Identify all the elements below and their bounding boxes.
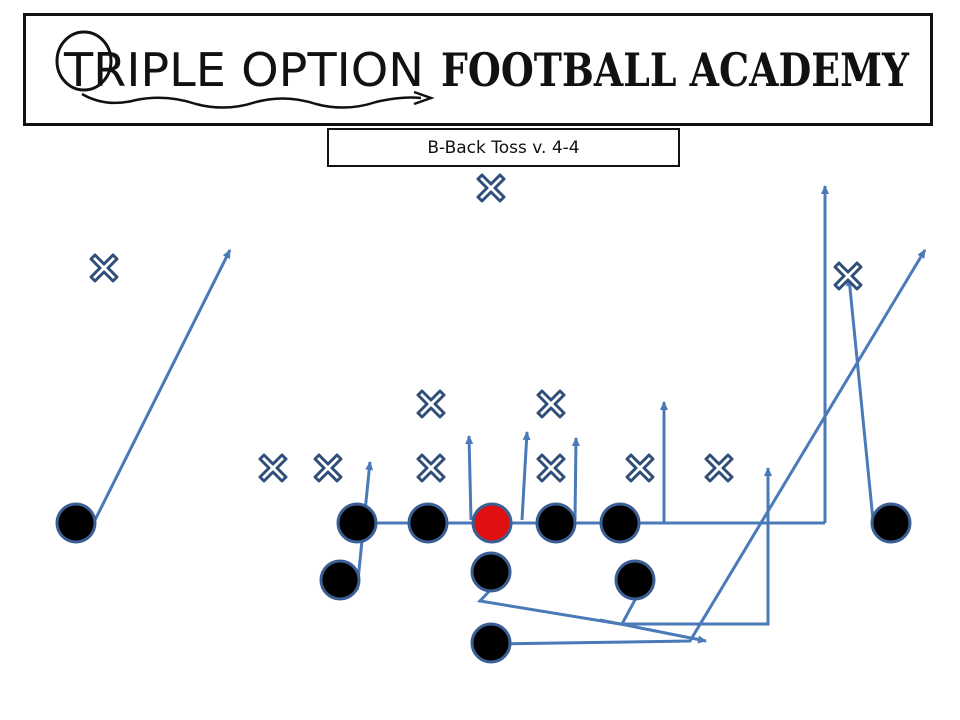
player-lg-icon (407, 502, 449, 544)
route-left-wide (93, 249, 232, 521)
player-slot-right-icon (614, 559, 656, 601)
play-title: B-Back Toss v. 4-4 (427, 137, 580, 158)
defender-x-icon (536, 453, 566, 483)
logo-graphic: TRIPLE OPTION FOOTBALL ACADEMY (55, 30, 910, 109)
route-bback-toss (490, 249, 927, 646)
defender-x-icon (258, 453, 288, 483)
route-right-wr (845, 277, 875, 521)
brand-left-text: TRIPLE OPTION (63, 43, 424, 97)
player-bback-icon (470, 622, 512, 664)
defender-x-icon (89, 253, 119, 283)
offense (55, 502, 912, 664)
defender-x-icon (416, 389, 446, 419)
player-slot-left-icon (319, 559, 361, 601)
squiggle-arrow-icon (81, 92, 422, 109)
player-lt-icon (336, 502, 378, 544)
defender-x-icon (625, 453, 655, 483)
route-center-mid (520, 431, 531, 521)
player-qb-icon (470, 551, 512, 593)
defense (89, 173, 863, 483)
defender-x-icon (416, 453, 446, 483)
route-center-right (571, 437, 580, 521)
logo-banner: TRIPLE OPTION FOOTBALL ACADEMY (23, 13, 933, 126)
brand-right-text: FOOTBALL ACADEMY (441, 43, 910, 97)
defender-x-icon (704, 453, 734, 483)
route-wing-step (620, 597, 638, 625)
circle-logo-icon (55, 30, 113, 92)
player-center-icon (471, 502, 513, 544)
route-center-left (465, 435, 474, 521)
player-rt-icon (599, 502, 641, 544)
player-rg-icon (535, 502, 577, 544)
arrowhead-icon (413, 90, 435, 106)
player-wr-left-icon (55, 502, 97, 544)
player-wr-right-icon (870, 502, 912, 544)
defender-x-icon (536, 389, 566, 419)
defender-x-icon (833, 261, 863, 291)
defender-x-icon (313, 453, 343, 483)
route-pitch (599, 618, 707, 644)
defender-x-icon (476, 173, 506, 203)
play-title-box: B-Back Toss v. 4-4 (327, 128, 680, 167)
